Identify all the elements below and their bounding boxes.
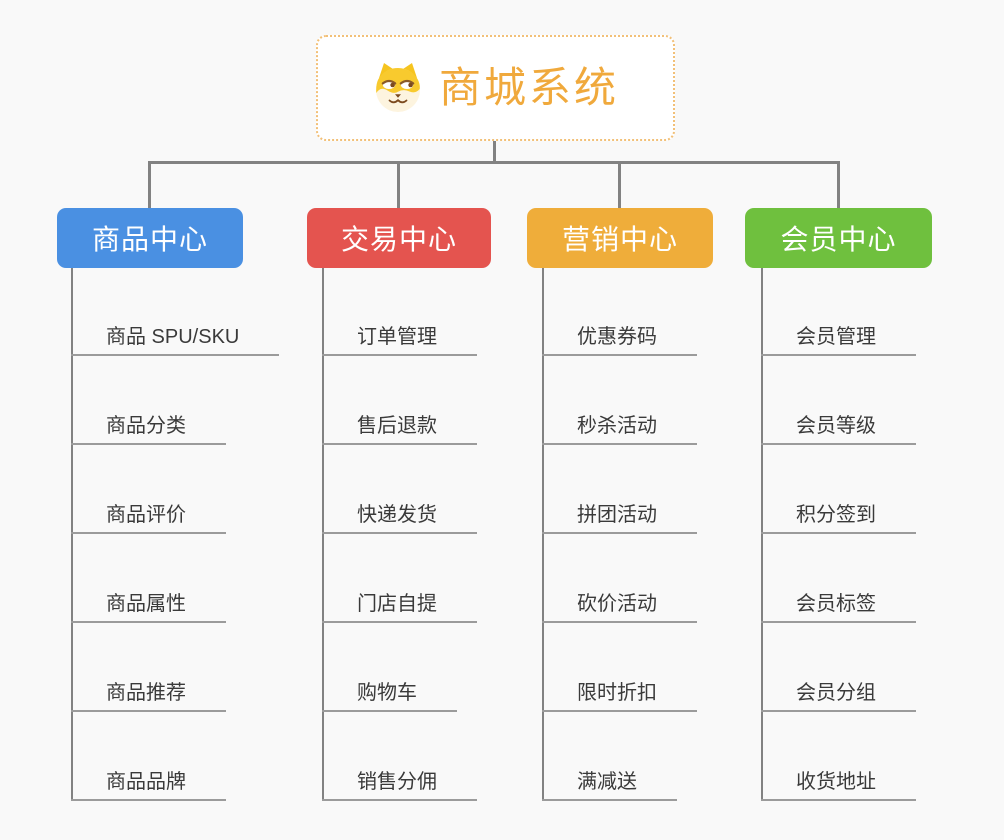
connector-drop-marketing bbox=[618, 161, 621, 209]
dog-face-icon bbox=[372, 62, 424, 114]
connector-trunk-trade bbox=[322, 268, 324, 801]
leaf-node[interactable]: 满减送 bbox=[542, 772, 677, 801]
branch-node-member-center[interactable]: 会员中心 bbox=[745, 208, 932, 268]
branch-node-trade-center[interactable]: 交易中心 bbox=[307, 208, 491, 268]
leaf-node[interactable]: 快递发货 bbox=[322, 505, 477, 534]
leaf-node[interactable]: 会员等级 bbox=[761, 416, 916, 445]
leaf-node[interactable]: 会员分组 bbox=[761, 683, 916, 712]
leaf-node[interactable]: 积分签到 bbox=[761, 505, 916, 534]
connector-trunk-member bbox=[761, 268, 763, 801]
leaf-node[interactable]: 商品评价 bbox=[71, 505, 226, 534]
branch-node-product-center[interactable]: 商品中心 bbox=[57, 208, 243, 268]
leaf-node[interactable]: 会员标签 bbox=[761, 594, 916, 623]
branch-node-marketing-center[interactable]: 营销中心 bbox=[527, 208, 713, 268]
leaf-node[interactable]: 商品属性 bbox=[71, 594, 226, 623]
leaf-node[interactable]: 商品品牌 bbox=[71, 772, 226, 801]
leaf-node[interactable]: 商品 SPU/SKU bbox=[71, 327, 280, 356]
leaf-node[interactable]: 售后退款 bbox=[322, 416, 477, 445]
connector-drop-trade bbox=[397, 161, 400, 209]
leaf-node[interactable]: 商品推荐 bbox=[71, 683, 226, 712]
connector-trunk-marketing bbox=[542, 268, 544, 801]
root-node[interactable]: 商城系统 bbox=[316, 35, 675, 141]
connector-trunk-product bbox=[71, 268, 73, 801]
leaf-node[interactable]: 订单管理 bbox=[322, 327, 477, 356]
root-title: 商城系统 bbox=[438, 64, 619, 111]
leaf-node[interactable]: 秒杀活动 bbox=[542, 416, 697, 445]
connector-drop-member bbox=[837, 161, 840, 209]
leaf-node[interactable]: 限时折扣 bbox=[542, 683, 697, 712]
leaf-node[interactable]: 销售分佣 bbox=[322, 772, 477, 801]
leaf-node[interactable]: 会员管理 bbox=[761, 327, 916, 356]
leaf-node[interactable]: 门店自提 bbox=[322, 594, 477, 623]
leaf-node[interactable]: 收货地址 bbox=[761, 772, 916, 801]
leaf-node[interactable]: 购物车 bbox=[322, 683, 457, 712]
leaf-node[interactable]: 砍价活动 bbox=[542, 594, 697, 623]
connector-bus bbox=[148, 161, 840, 164]
connector-drop-product bbox=[148, 161, 151, 209]
leaf-node[interactable]: 拼团活动 bbox=[542, 505, 697, 534]
leaf-node[interactable]: 商品分类 bbox=[71, 416, 226, 445]
leaf-node[interactable]: 优惠券码 bbox=[542, 327, 697, 356]
connector-root-drop bbox=[493, 140, 496, 164]
